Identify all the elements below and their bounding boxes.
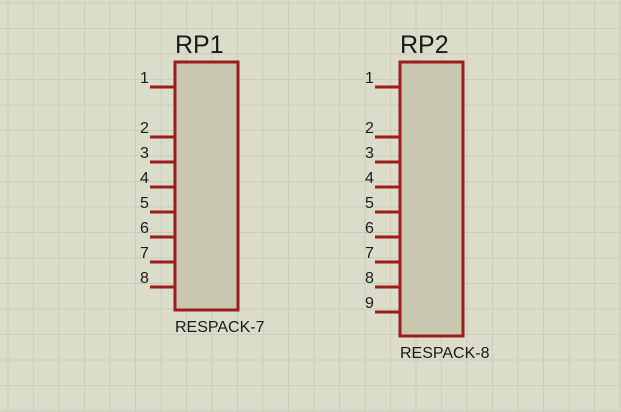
component-rp1[interactable]: RP1 RESPACK-7 1 2 3 4 5 6 7 8 — [140, 31, 265, 336]
resistor-pack-body[interactable] — [173, 60, 240, 312]
pin-number: 4 — [365, 170, 374, 187]
pin-number: 6 — [140, 220, 149, 237]
component-rp2[interactable]: RP2 RESPACK-8 1 2 3 4 5 6 7 8 9 — [365, 31, 490, 362]
pin-number: 3 — [365, 145, 374, 162]
pin-number: 3 — [140, 145, 149, 162]
pin-number: 4 — [140, 170, 149, 187]
pin-number: 8 — [140, 270, 149, 287]
pin-number: 1 — [140, 70, 149, 87]
pin-number: 7 — [365, 245, 374, 262]
pin-number: 5 — [140, 195, 149, 212]
pin-number: 8 — [365, 270, 374, 287]
component-value: RESPACK-8 — [400, 345, 490, 362]
pin-group: 1 2 3 4 5 6 7 8 9 — [365, 70, 400, 314]
pin-number: 2 — [140, 120, 149, 137]
pin-number: 6 — [365, 220, 374, 237]
component-reference: RP1 — [175, 31, 224, 59]
component-reference: RP2 — [400, 31, 449, 59]
pin-number: 5 — [365, 195, 374, 212]
pin-group: 1 2 3 4 5 6 7 8 — [140, 70, 175, 289]
component-value: RESPACK-7 — [175, 319, 265, 336]
pin-number: 2 — [365, 120, 374, 137]
pin-number: 7 — [140, 245, 149, 262]
resistor-pack-body[interactable] — [398, 60, 465, 338]
pin-number: 1 — [365, 70, 374, 87]
pin-number: 9 — [365, 295, 374, 312]
